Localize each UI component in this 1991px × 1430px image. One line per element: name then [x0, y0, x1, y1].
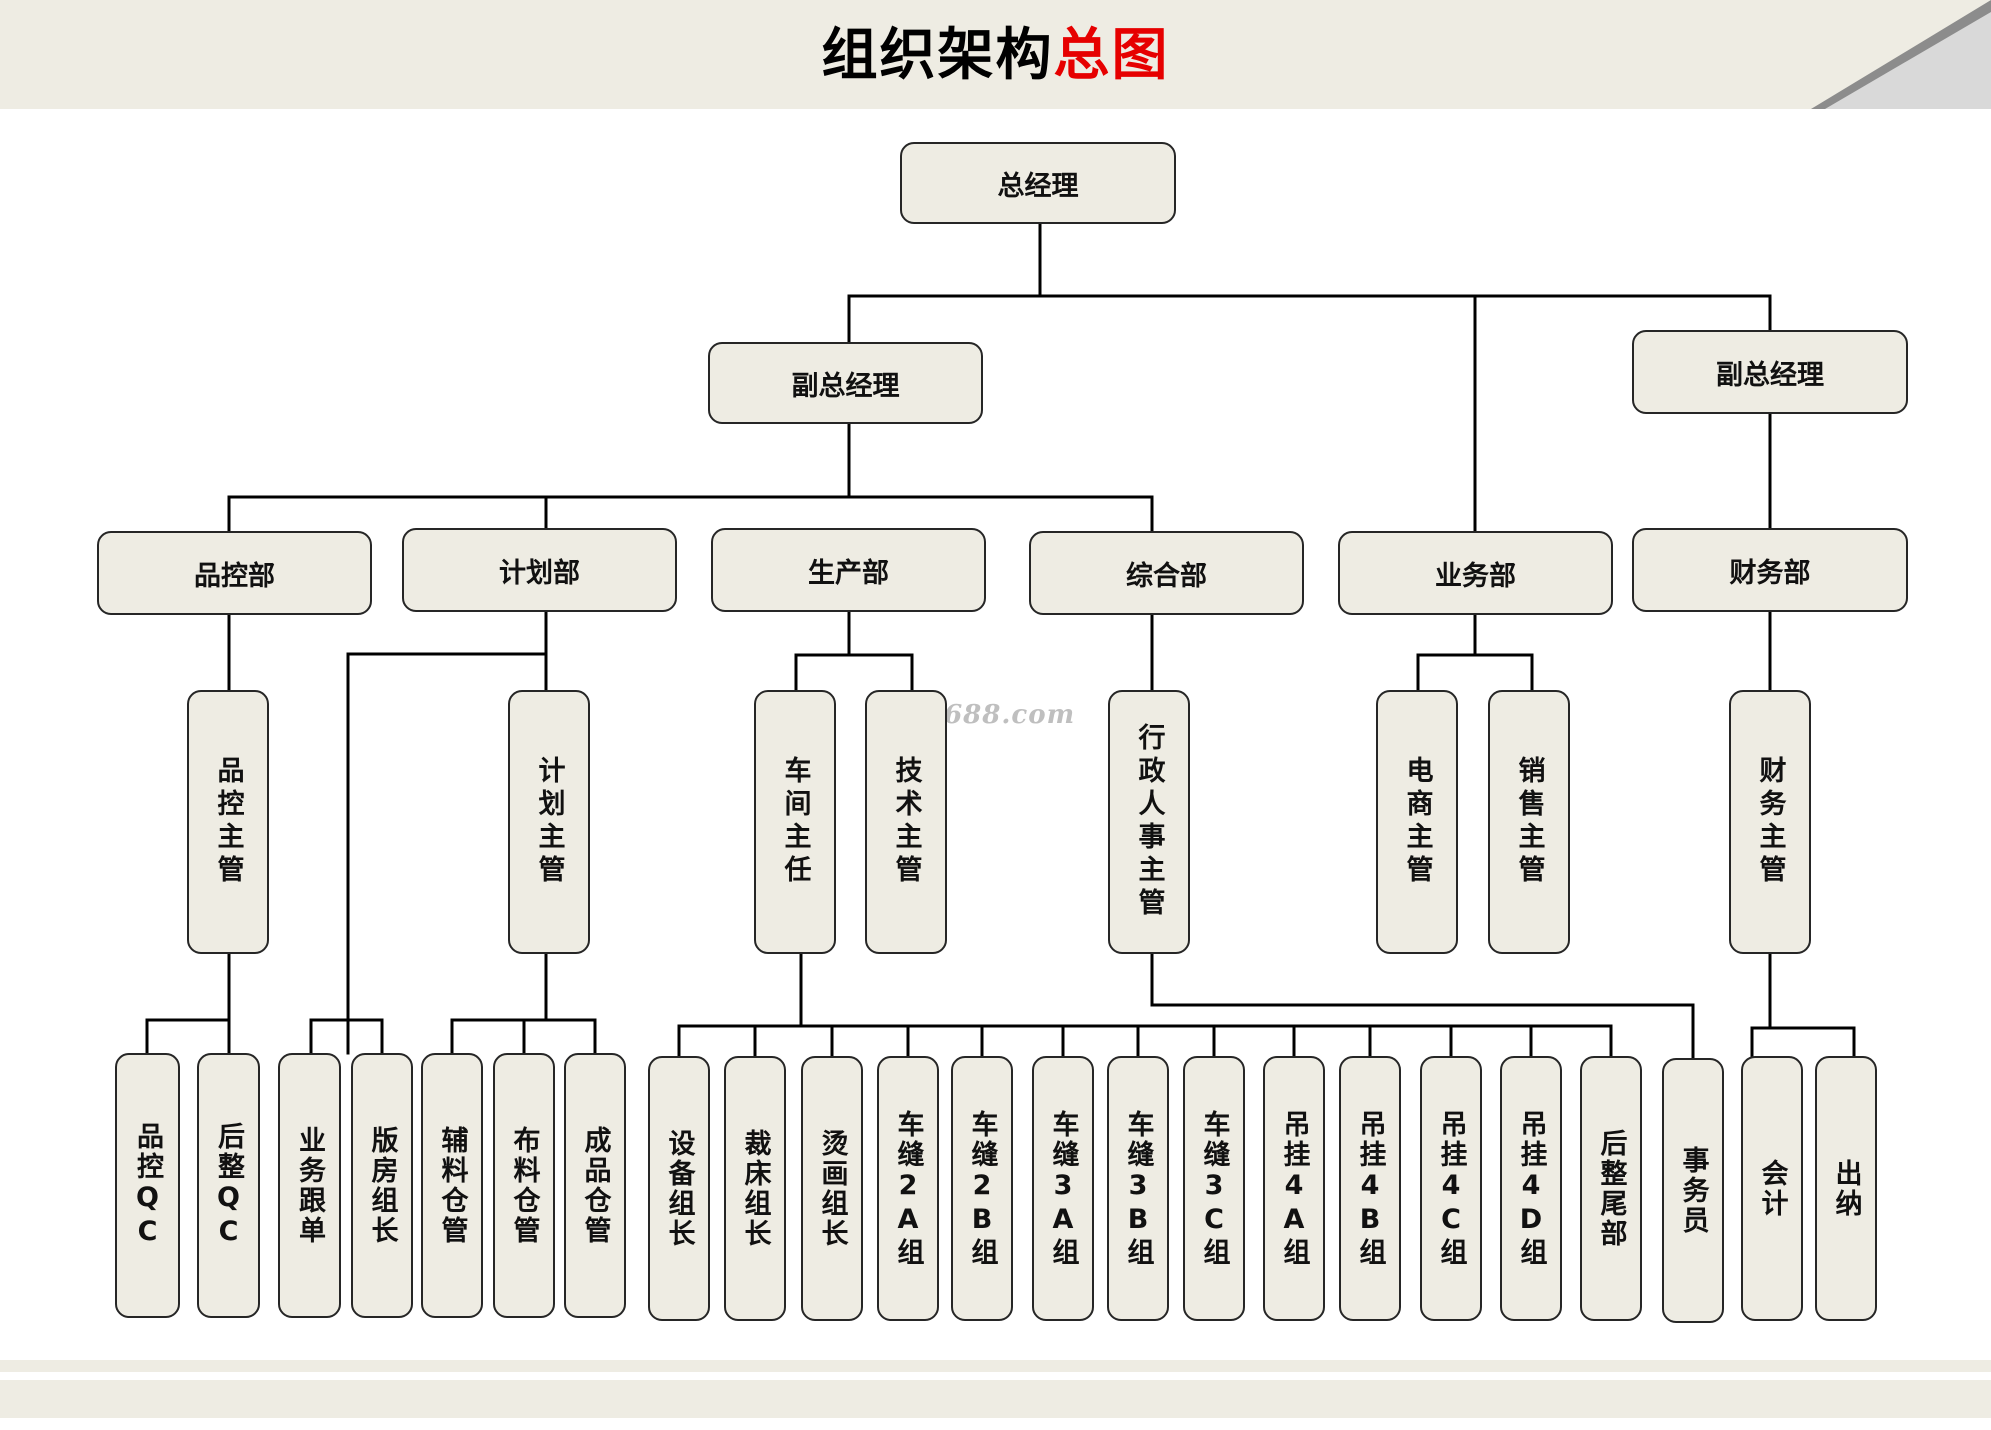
corner-decoration	[1811, 0, 1991, 109]
header-band	[0, 0, 1991, 109]
staff-accountant: 会计	[1741, 1056, 1803, 1321]
page-title: 组织架构总图	[0, 10, 1991, 91]
deputy-manager-box-left: 副总经理	[708, 342, 983, 424]
dept-quality-control: 品控部	[97, 531, 372, 615]
staff-hanging-4b: 吊挂4B组	[1339, 1056, 1401, 1321]
staff-sewing-2a: 车缝2A组	[877, 1056, 939, 1321]
dept-finance: 财务部	[1632, 528, 1908, 612]
supervisor-finance: 财务主管	[1729, 690, 1811, 954]
supervisor-sales: 销售主管	[1488, 690, 1570, 954]
staff-clerk: 事务员	[1662, 1058, 1724, 1323]
staff-sewing-3c: 车缝3C组	[1183, 1056, 1245, 1321]
watermark: 1688.com	[925, 700, 1076, 730]
staff-cashier: 出纳	[1815, 1056, 1877, 1321]
workshop-director: 车间主任	[754, 690, 836, 954]
general-manager-box: 总经理	[900, 142, 1176, 224]
dept-administration: 综合部	[1029, 531, 1304, 615]
staff-pattern-room-leader: 版房组长	[351, 1053, 413, 1318]
title-accent: 总图	[1053, 23, 1170, 88]
staff-finishing-tail: 后整尾部	[1580, 1056, 1642, 1321]
staff-sewing-3a: 车缝3A组	[1032, 1056, 1094, 1321]
dept-sales: 业务部	[1338, 531, 1613, 615]
staff-equipment-leader: 设备组长	[648, 1056, 710, 1321]
staff-sewing-3b: 车缝3B组	[1107, 1056, 1169, 1321]
supervisor-ecommerce: 电商主管	[1376, 690, 1458, 954]
staff-cutting-leader: 裁床组长	[724, 1056, 786, 1321]
staff-accessories-warehouse: 辅料仓管	[421, 1053, 483, 1318]
deputy-manager-box-right: 副总经理	[1632, 330, 1908, 414]
staff-heat-transfer-leader: 烫画组长	[801, 1056, 863, 1321]
staff-finishing-qc: 后整QC	[197, 1053, 260, 1318]
supervisor-admin-hr: 行政人事主管	[1108, 690, 1190, 954]
title-main: 组织架构	[821, 23, 1054, 88]
supervisor-technical: 技术主管	[865, 690, 947, 954]
staff-finished-goods-warehouse: 成品仓管	[564, 1053, 626, 1318]
staff-qc-inspection: 品控QC	[115, 1053, 180, 1318]
staff-sewing-2b: 车缝2B组	[951, 1056, 1013, 1321]
staff-hanging-4a: 吊挂4A组	[1263, 1056, 1325, 1321]
staff-hanging-4c: 吊挂4C组	[1420, 1056, 1482, 1321]
footer-band	[0, 1380, 1991, 1418]
dept-production: 生产部	[711, 528, 986, 612]
footer-band-thin	[0, 1360, 1991, 1372]
staff-fabric-warehouse: 布料仓管	[493, 1053, 555, 1318]
dept-planning: 计划部	[402, 528, 677, 612]
staff-order-follow-up: 业务跟单	[278, 1053, 341, 1318]
supervisor-quality-control: 品控主管	[187, 690, 269, 954]
supervisor-planning: 计划主管	[508, 690, 590, 954]
staff-hanging-4d: 吊挂4D组	[1500, 1056, 1562, 1321]
